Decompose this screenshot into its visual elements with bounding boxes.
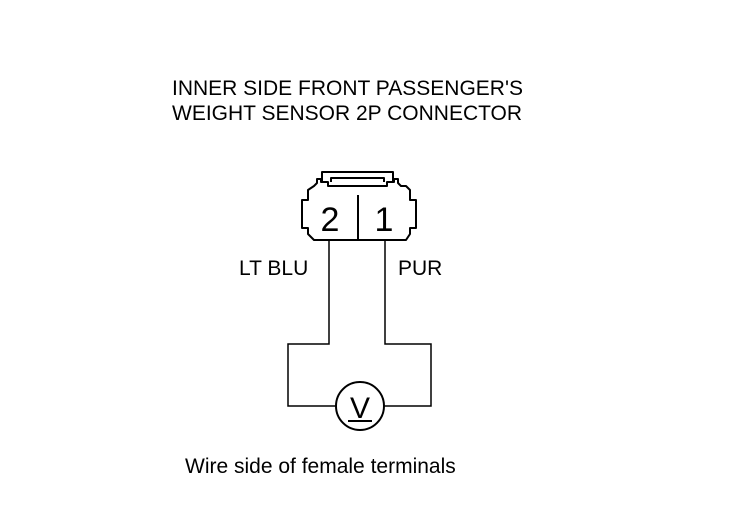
voltmeter-icon: V — [335, 381, 385, 431]
pin-1-label: 1 — [375, 201, 394, 239]
connector-body — [301, 178, 417, 241]
connector-latch — [321, 171, 394, 182]
diagram-caption: Wire side of female terminals — [185, 455, 456, 478]
test-circuit — [287, 240, 432, 407]
connector-latch-inner — [330, 177, 385, 182]
wire-left-label: LT BLU — [239, 257, 308, 280]
diagram-title: INNER SIDE FRONT PASSENGER'S WEIGHT SENS… — [172, 76, 612, 126]
voltmeter-symbol: V — [350, 392, 370, 425]
wire-pur — [384, 240, 432, 407]
connector-2p — [301, 171, 417, 241]
pin-2-label: 2 — [321, 201, 340, 239]
wire-right-label: PUR — [398, 257, 442, 280]
title-line-2: WEIGHT SENSOR 2P CONNECTOR — [172, 102, 523, 125]
title-line-1: INNER SIDE FRONT PASSENGER'S — [172, 77, 523, 100]
wire-lt-blu — [287, 240, 336, 407]
